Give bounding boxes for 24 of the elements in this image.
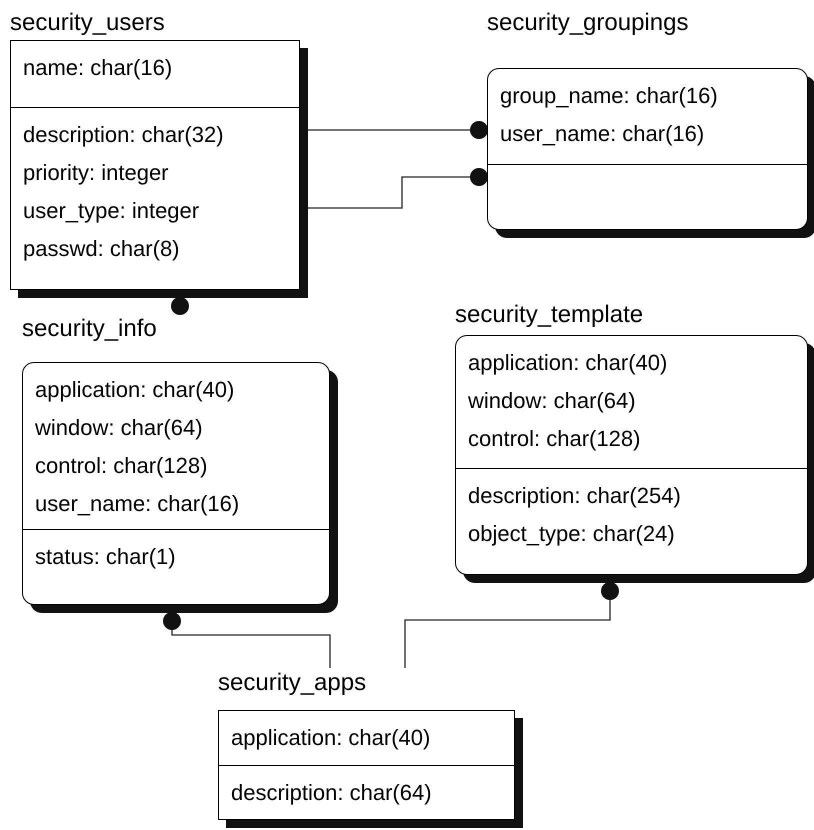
attribute-text: control: char(128) bbox=[35, 452, 208, 480]
attribute-text: control: char(128) bbox=[468, 425, 642, 453]
attribute-text: object_type: char(24) bbox=[468, 520, 676, 548]
attribute-text: application: char(40) bbox=[35, 376, 236, 404]
attribute-text: user_type: integer bbox=[23, 197, 200, 225]
attribute-text: user_name: char(16) bbox=[35, 490, 240, 518]
entity-name: security_info bbox=[22, 314, 158, 344]
attribute-text: description: char(32) bbox=[23, 121, 225, 149]
attribute-text: group_name: char(16) bbox=[500, 82, 719, 110]
entity-name: security_users bbox=[10, 8, 166, 38]
attribute-text: description: char(254) bbox=[468, 482, 682, 510]
attribute-text: priority: integer bbox=[23, 159, 170, 187]
attribute-text: passwd: char(8) bbox=[23, 235, 181, 263]
attribute-text: description: char(64) bbox=[231, 779, 433, 807]
entity-name: security_apps bbox=[218, 668, 368, 698]
entity-name: security_template bbox=[455, 300, 644, 330]
attribute-text: window: char(64) bbox=[468, 387, 637, 415]
attribute-text: user_name: char(16) bbox=[500, 120, 706, 148]
attribute-text: application: char(40) bbox=[231, 724, 432, 752]
attribute-text: application: char(40) bbox=[468, 349, 668, 377]
entity-name: security_groupings bbox=[487, 8, 690, 38]
attribute-text: status: char(1) bbox=[35, 543, 177, 571]
attribute-text: name: char(16) bbox=[23, 54, 174, 82]
attribute-text: window: char(64) bbox=[35, 414, 204, 442]
